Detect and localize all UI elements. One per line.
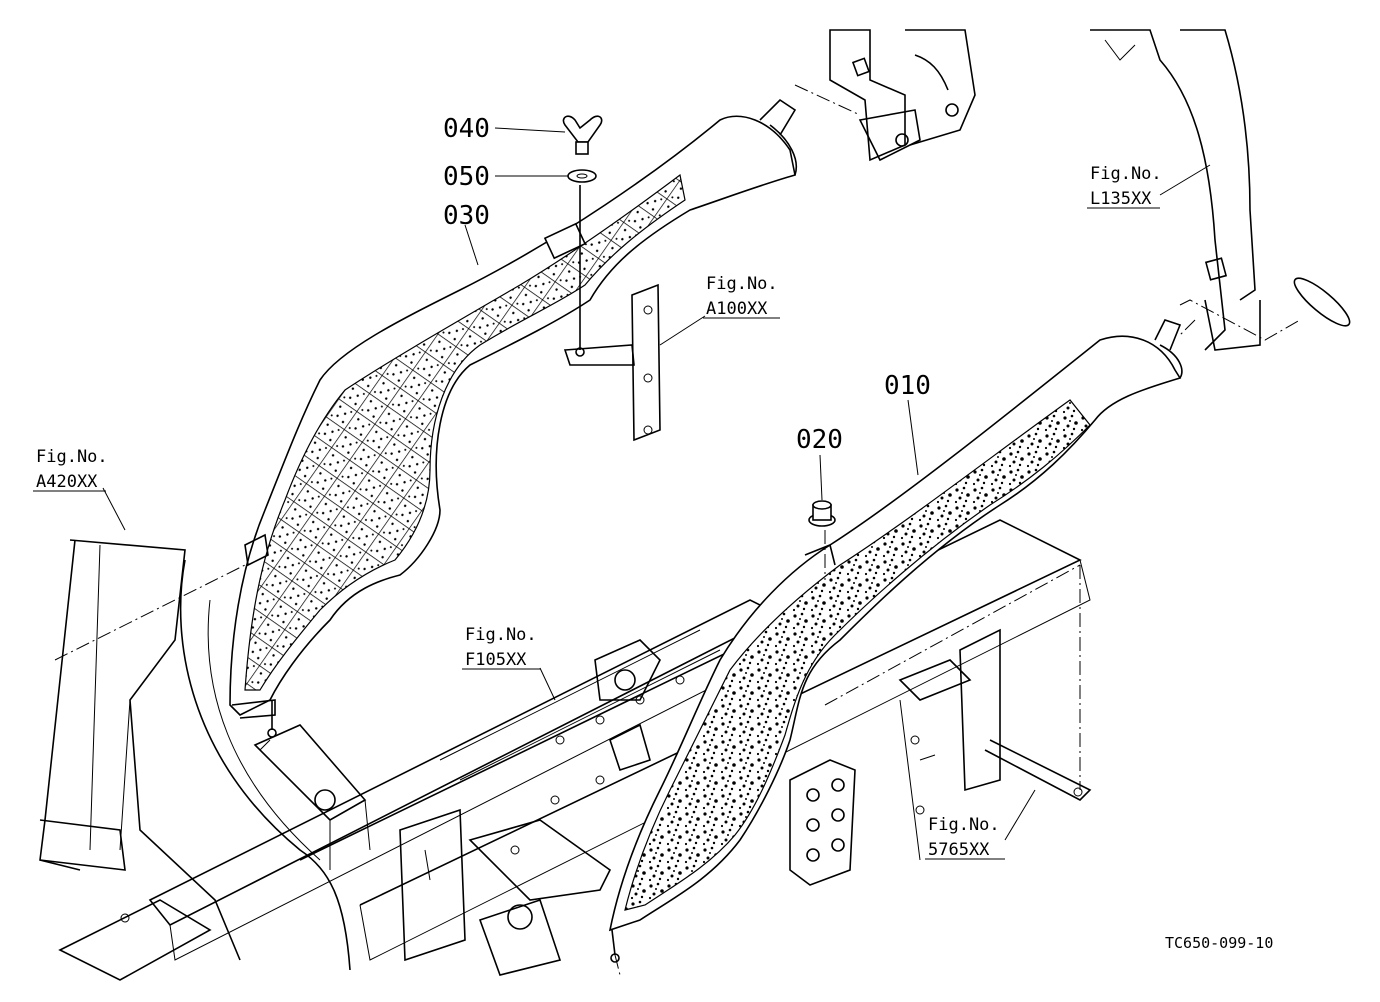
part-label-050: 050 [443,162,490,192]
frame-structure [39,519,1092,981]
part-label-010: 010 [884,371,931,401]
fig-ref-5765-line1: Fig.No. [928,815,1000,835]
part-label-030: 030 [443,201,490,231]
bracket-a100 [563,283,661,442]
part-010-cover [608,319,1183,963]
fig-ref-l135-line1: Fig.No. [1090,164,1162,184]
part-030-cover [229,98,797,738]
fig-ref-5765-line2: 5765XX [928,840,990,860]
fig-ref-a100-line1: Fig.No. [706,274,778,294]
part-label-040: 040 [443,114,490,144]
hardware [562,115,836,527]
fig-ref-a420-line2: A420XX [36,472,98,492]
fig-ref-f105-line2: F105XX [465,650,527,670]
drawing-code: TC650-099-10 [1165,934,1273,952]
fig-ref-l135-line2: L135XX [1090,189,1152,209]
fig-ref-f105: Fig.No. F105XX [462,625,540,670]
fig-ref-a100-line2: A100XX [706,299,768,319]
fig-ref-a100: Fig.No. A100XX [703,274,780,319]
part-label-020: 020 [796,425,843,455]
fig-ref-f105-line1: Fig.No. [465,625,537,645]
fig-ref-5765: Fig.No. 5765XX [925,815,1005,860]
fig-ref-a420-line1: Fig.No. [36,447,108,467]
fig-ref-l135: Fig.No. L135XX [1087,164,1162,209]
cab-structure [829,29,1351,351]
leader-lines [54,84,1301,976]
fig-ref-a420: Fig.No. A420XX [33,447,108,492]
